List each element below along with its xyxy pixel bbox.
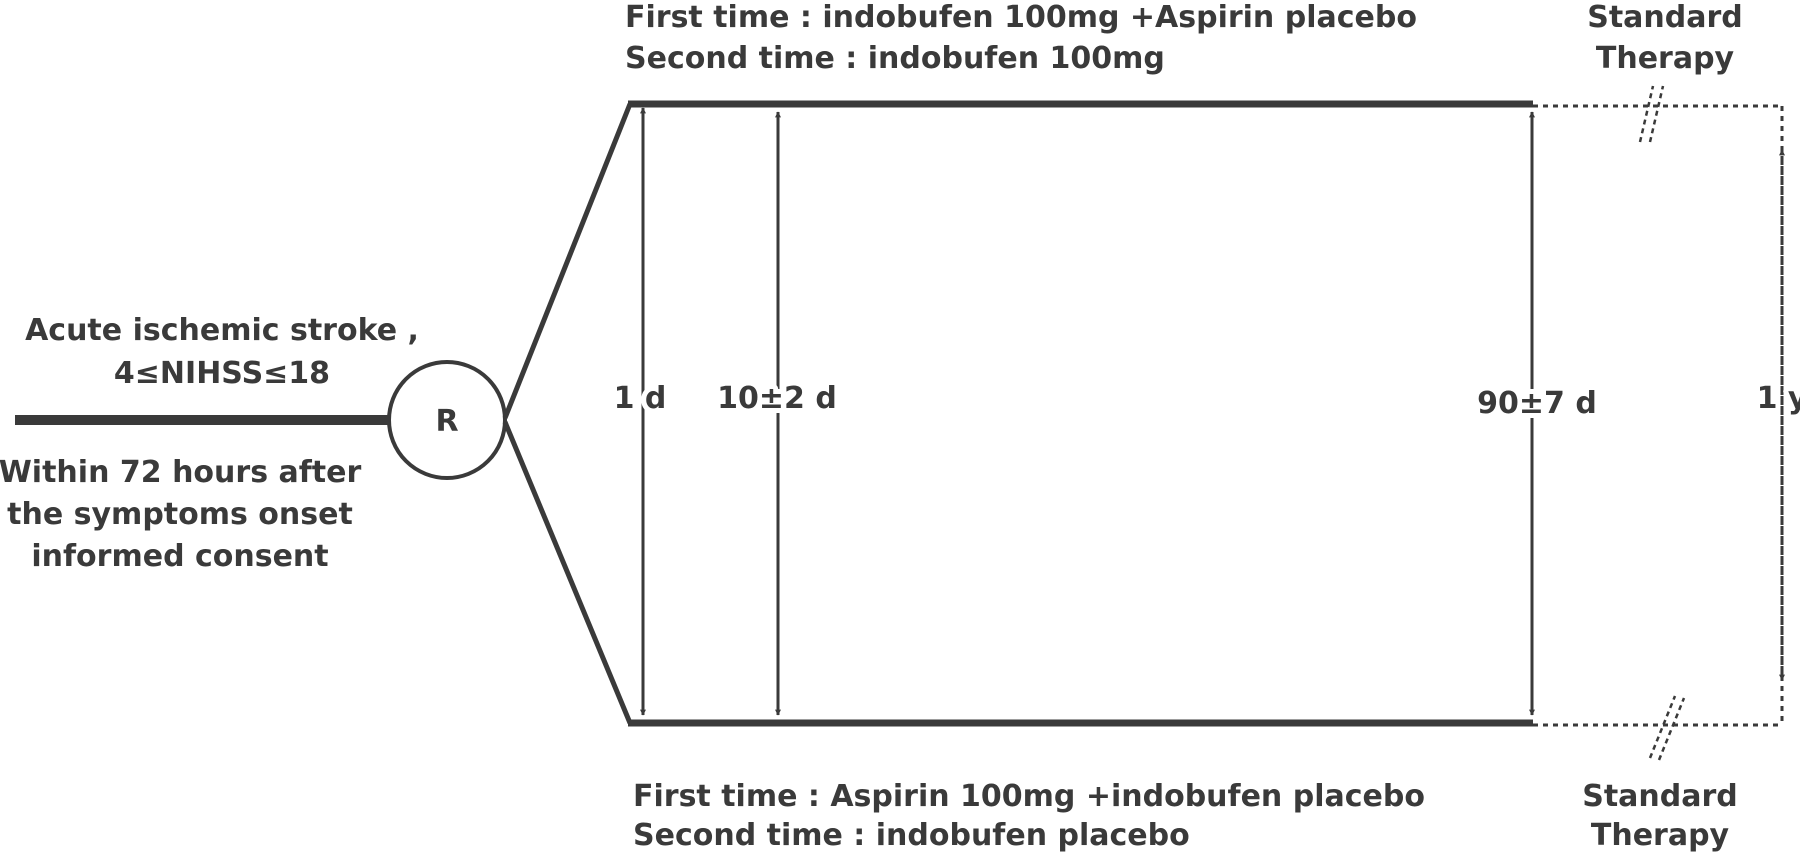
randomization-circle [387, 360, 507, 480]
upper-arm-first-time: First time : indobufen 100mg +Aspirin pl… [625, 0, 1417, 35]
lower-break-mark-b [1657, 697, 1686, 761]
entry-criteria-line3: Within 72 hours after [0, 455, 361, 490]
entry-criteria-line2: 4≤NIHSS≤18 [114, 356, 330, 391]
upper-arm-second-time: Second time : indobufen 100mg [625, 41, 1165, 76]
timepoint-90d-label: 90±7 d [1477, 386, 1597, 421]
standard-therapy-bottom-line1: Standard [1582, 779, 1738, 814]
upper-break-mark-b [1648, 85, 1665, 143]
randomization-label: R [435, 404, 458, 439]
entry-criteria-line4: the symptoms onset [7, 497, 353, 532]
lower-arm-second-time: Second time : indobufen placebo [633, 818, 1190, 853]
standard-therapy-bottom-line2: Therapy [1591, 818, 1730, 853]
timepoint-1d-label: 1 d [614, 381, 667, 416]
lower-arm-first-time: First time : Aspirin 100mg +indobufen pl… [633, 779, 1425, 814]
lower-branch-line [502, 421, 633, 724]
entry-criteria-line5: informed consent [31, 539, 328, 574]
timepoint-10d-label: 10±2 d [717, 381, 837, 416]
standard-therapy-top-line2: Therapy [1596, 41, 1735, 76]
timepoint-1y-label: 1 y [1757, 381, 1800, 416]
lower-break-mark-a [1648, 695, 1677, 759]
upper-branch-line [502, 103, 633, 419]
standard-therapy-top-line1: Standard [1587, 0, 1743, 35]
upper-break-mark-a [1638, 85, 1655, 143]
entry-criteria-line1: Acute ischemic stroke , [25, 313, 419, 348]
